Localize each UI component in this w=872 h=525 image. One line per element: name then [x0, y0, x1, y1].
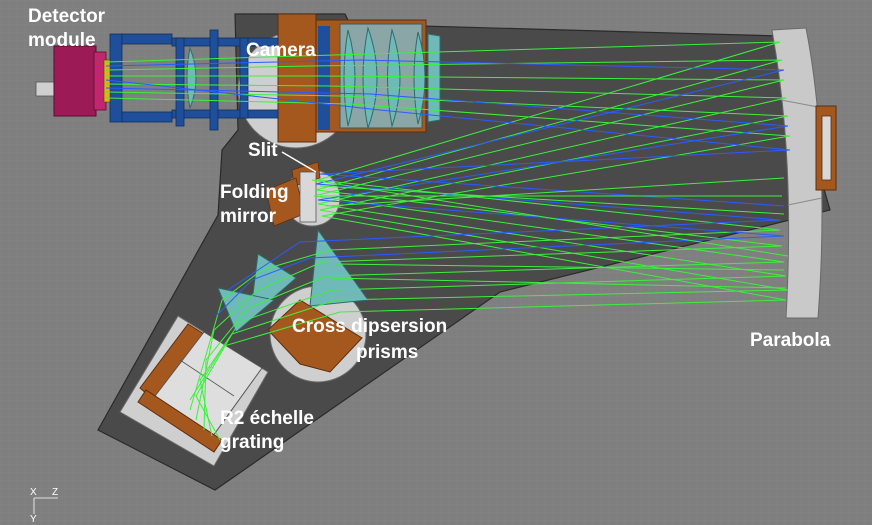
slit-leader-line	[281, 151, 317, 173]
slit-label: Slit	[248, 140, 278, 161]
prisms-label-line2: prisms	[356, 342, 418, 363]
echelle-grating	[119, 315, 269, 467]
folding-mirror-label-line2: mirror	[220, 206, 277, 227]
camera-label: Camera	[246, 40, 316, 61]
folding-mirror	[265, 161, 341, 227]
detector-label-line1: Detector	[28, 6, 106, 27]
prisms-label-line1: Cross dipsersion	[292, 316, 447, 337]
camera-barrel-frame	[109, 29, 279, 131]
axis-triad: X Z Y	[30, 487, 58, 525]
detector-label-line2: module	[28, 30, 96, 51]
parabola-mirror	[771, 27, 823, 319]
axis-y-label: Y	[30, 514, 37, 525]
folding-mirror-label-line1: Folding	[220, 182, 289, 203]
parabola-label: Parabola	[750, 330, 831, 351]
detector-module	[35, 45, 111, 117]
grating-label-line1: R2 échelle	[220, 408, 314, 429]
axis-x-label: X	[30, 487, 37, 498]
axis-z-label: Z	[52, 487, 58, 498]
parabola-mount	[815, 105, 837, 191]
light-rays	[105, 41, 791, 441]
grating-label-line2: grating	[220, 432, 284, 453]
